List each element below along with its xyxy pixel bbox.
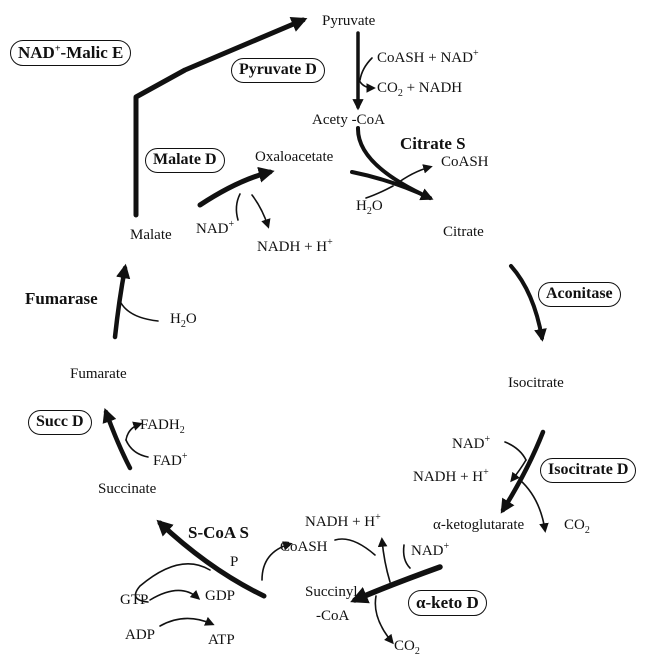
metabolite-isocitrate: Isocitrate	[508, 375, 564, 391]
cofactor-nad-alpha-keto-d: NAD+	[411, 541, 450, 559]
cofactor-gtp: GTP	[120, 592, 149, 608]
enzyme-succ-d: Succ D	[28, 410, 92, 435]
enzyme-nad-malic-e: NAD+-Malic E	[10, 40, 132, 66]
cofactor-p: P	[230, 554, 239, 570]
icd-nad-in	[504, 441, 527, 461]
gtp-gdp-arrow	[149, 589, 201, 601]
fumarase-arrow	[112, 263, 131, 340]
enzyme-pyruvate-d: Pyruvate D	[231, 58, 325, 83]
cofactor-nadh-h-alpha-keto-d: NADH + H+	[305, 512, 381, 530]
oxaloacetate-to-citrate-arrow	[350, 170, 432, 200]
alpha-keto-dehydrogenase-arrow	[350, 564, 443, 604]
scs-p-loop	[134, 563, 211, 603]
malic-enzyme-arrow	[133, 17, 308, 218]
citrate-s-coash-out	[394, 164, 433, 186]
cofactor-fadh2: FADH2	[140, 417, 185, 436]
metabolite-succinate: Succinate	[98, 481, 157, 497]
pdh-cofactor-in	[359, 57, 373, 81]
adp-atp-arrow	[159, 616, 215, 627]
malate-d-nadh-out	[251, 194, 271, 229]
cofactor-atp: ATP	[208, 632, 235, 648]
metabolite-citrate: Citrate	[443, 224, 484, 240]
metabolite-acetyl-coa: Acety -CoA	[312, 112, 385, 128]
akd-nad-in	[402, 544, 411, 569]
sdh-fad-in	[125, 439, 149, 458]
cofactor-coash-s-coa-s: CoASH	[280, 539, 328, 555]
cofactor-nad-malate-d: NAD+	[196, 219, 235, 237]
cofactor-co2-alpha-keto-d: CO2	[394, 638, 420, 656]
succinyl-coa-synthetase-arrow	[156, 519, 267, 599]
metabolite-fumarate: Fumarate	[70, 366, 127, 382]
fumarase-h2o-in	[120, 302, 159, 322]
malate-dehydrogenase-arrow	[197, 166, 275, 208]
cofactor-coash-nad: CoASH + NAD+	[377, 48, 479, 66]
citrate-s-h2o-in	[365, 185, 394, 199]
cofactor-nadh-h-isocitrate-d: NADH + H+	[413, 467, 489, 485]
cofactor-h2o-fumarase: H2O	[170, 311, 197, 330]
enzyme-malate-d: Malate D	[145, 148, 225, 173]
cofactor-fad: FAD+	[153, 451, 188, 469]
enzyme-alpha-keto-d: α-keto D	[408, 590, 487, 616]
metabolite-malate: Malate	[130, 227, 172, 243]
metabolite-pyruvate: Pyruvate	[322, 13, 376, 29]
akd-nadh-out	[377, 537, 391, 583]
cofactor-co2-isocitrate-d: CO2	[564, 517, 590, 536]
pdh-cofactor-out	[358, 79, 376, 93]
cofactor-nadh-h-malate-d: NADH + H+	[257, 237, 333, 255]
sdh-fadh2-out	[125, 421, 143, 441]
cofactor-nad-isocitrate-d: NAD+	[452, 434, 491, 452]
metabolite-succinyl-coa-line2: -CoA	[316, 608, 350, 624]
cofactor-co2-nadh: CO2 + NADH	[377, 80, 463, 99]
label-fumarase: Fumarase	[25, 289, 98, 308]
icd-co2-out	[519, 479, 549, 533]
malate-d-nad-in	[235, 193, 241, 221]
cofactor-gdp: GDP	[205, 588, 236, 604]
isocitrate-dehydrogenase-arrow	[500, 429, 546, 514]
cofactor-coash-citrate-s: CoASH	[441, 154, 489, 170]
succinate-dehydrogenase-arrow	[102, 407, 133, 471]
akd-co2-out	[374, 595, 394, 645]
icd-nadh-out	[510, 459, 527, 483]
label-s-coa-s: S-CoA S	[188, 523, 249, 542]
cofactor-h2o-citrate-s: H2O	[356, 198, 383, 217]
enzyme-isocitrate-d: Isocitrate D	[540, 458, 637, 483]
cofactor-adp: ADP	[125, 627, 156, 643]
scs-coash-out	[261, 541, 293, 581]
akd-coash-in	[334, 538, 376, 556]
label-citrate-s: Citrate S	[400, 134, 466, 153]
metabolite-alpha-ketoglutarate: α-ketoglutarate	[433, 517, 525, 533]
metabolite-oxaloacetate: Oxaloacetate	[255, 149, 334, 165]
aconitase-arrow	[509, 264, 547, 342]
enzyme-aconitase: Aconitase	[538, 282, 621, 307]
metabolite-succinyl-coa-line1: Succinyl	[305, 584, 358, 600]
